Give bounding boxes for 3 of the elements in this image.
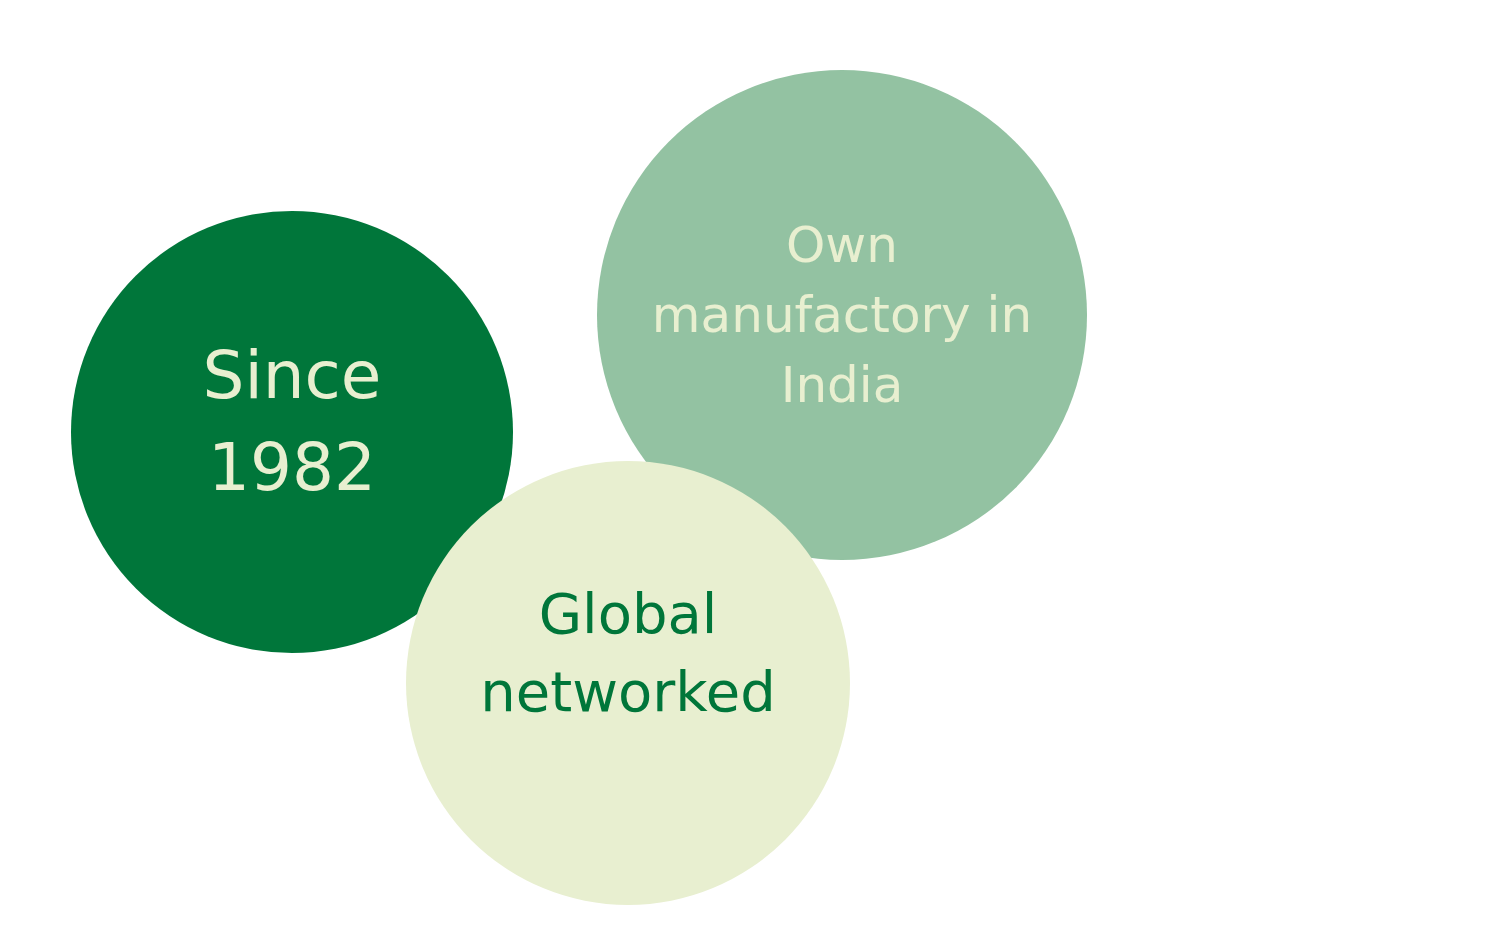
circle-label: Since 1982 <box>201 335 383 508</box>
circle-label: Own manufactory in India <box>650 215 1034 416</box>
circle-label: Global networked <box>479 579 777 726</box>
